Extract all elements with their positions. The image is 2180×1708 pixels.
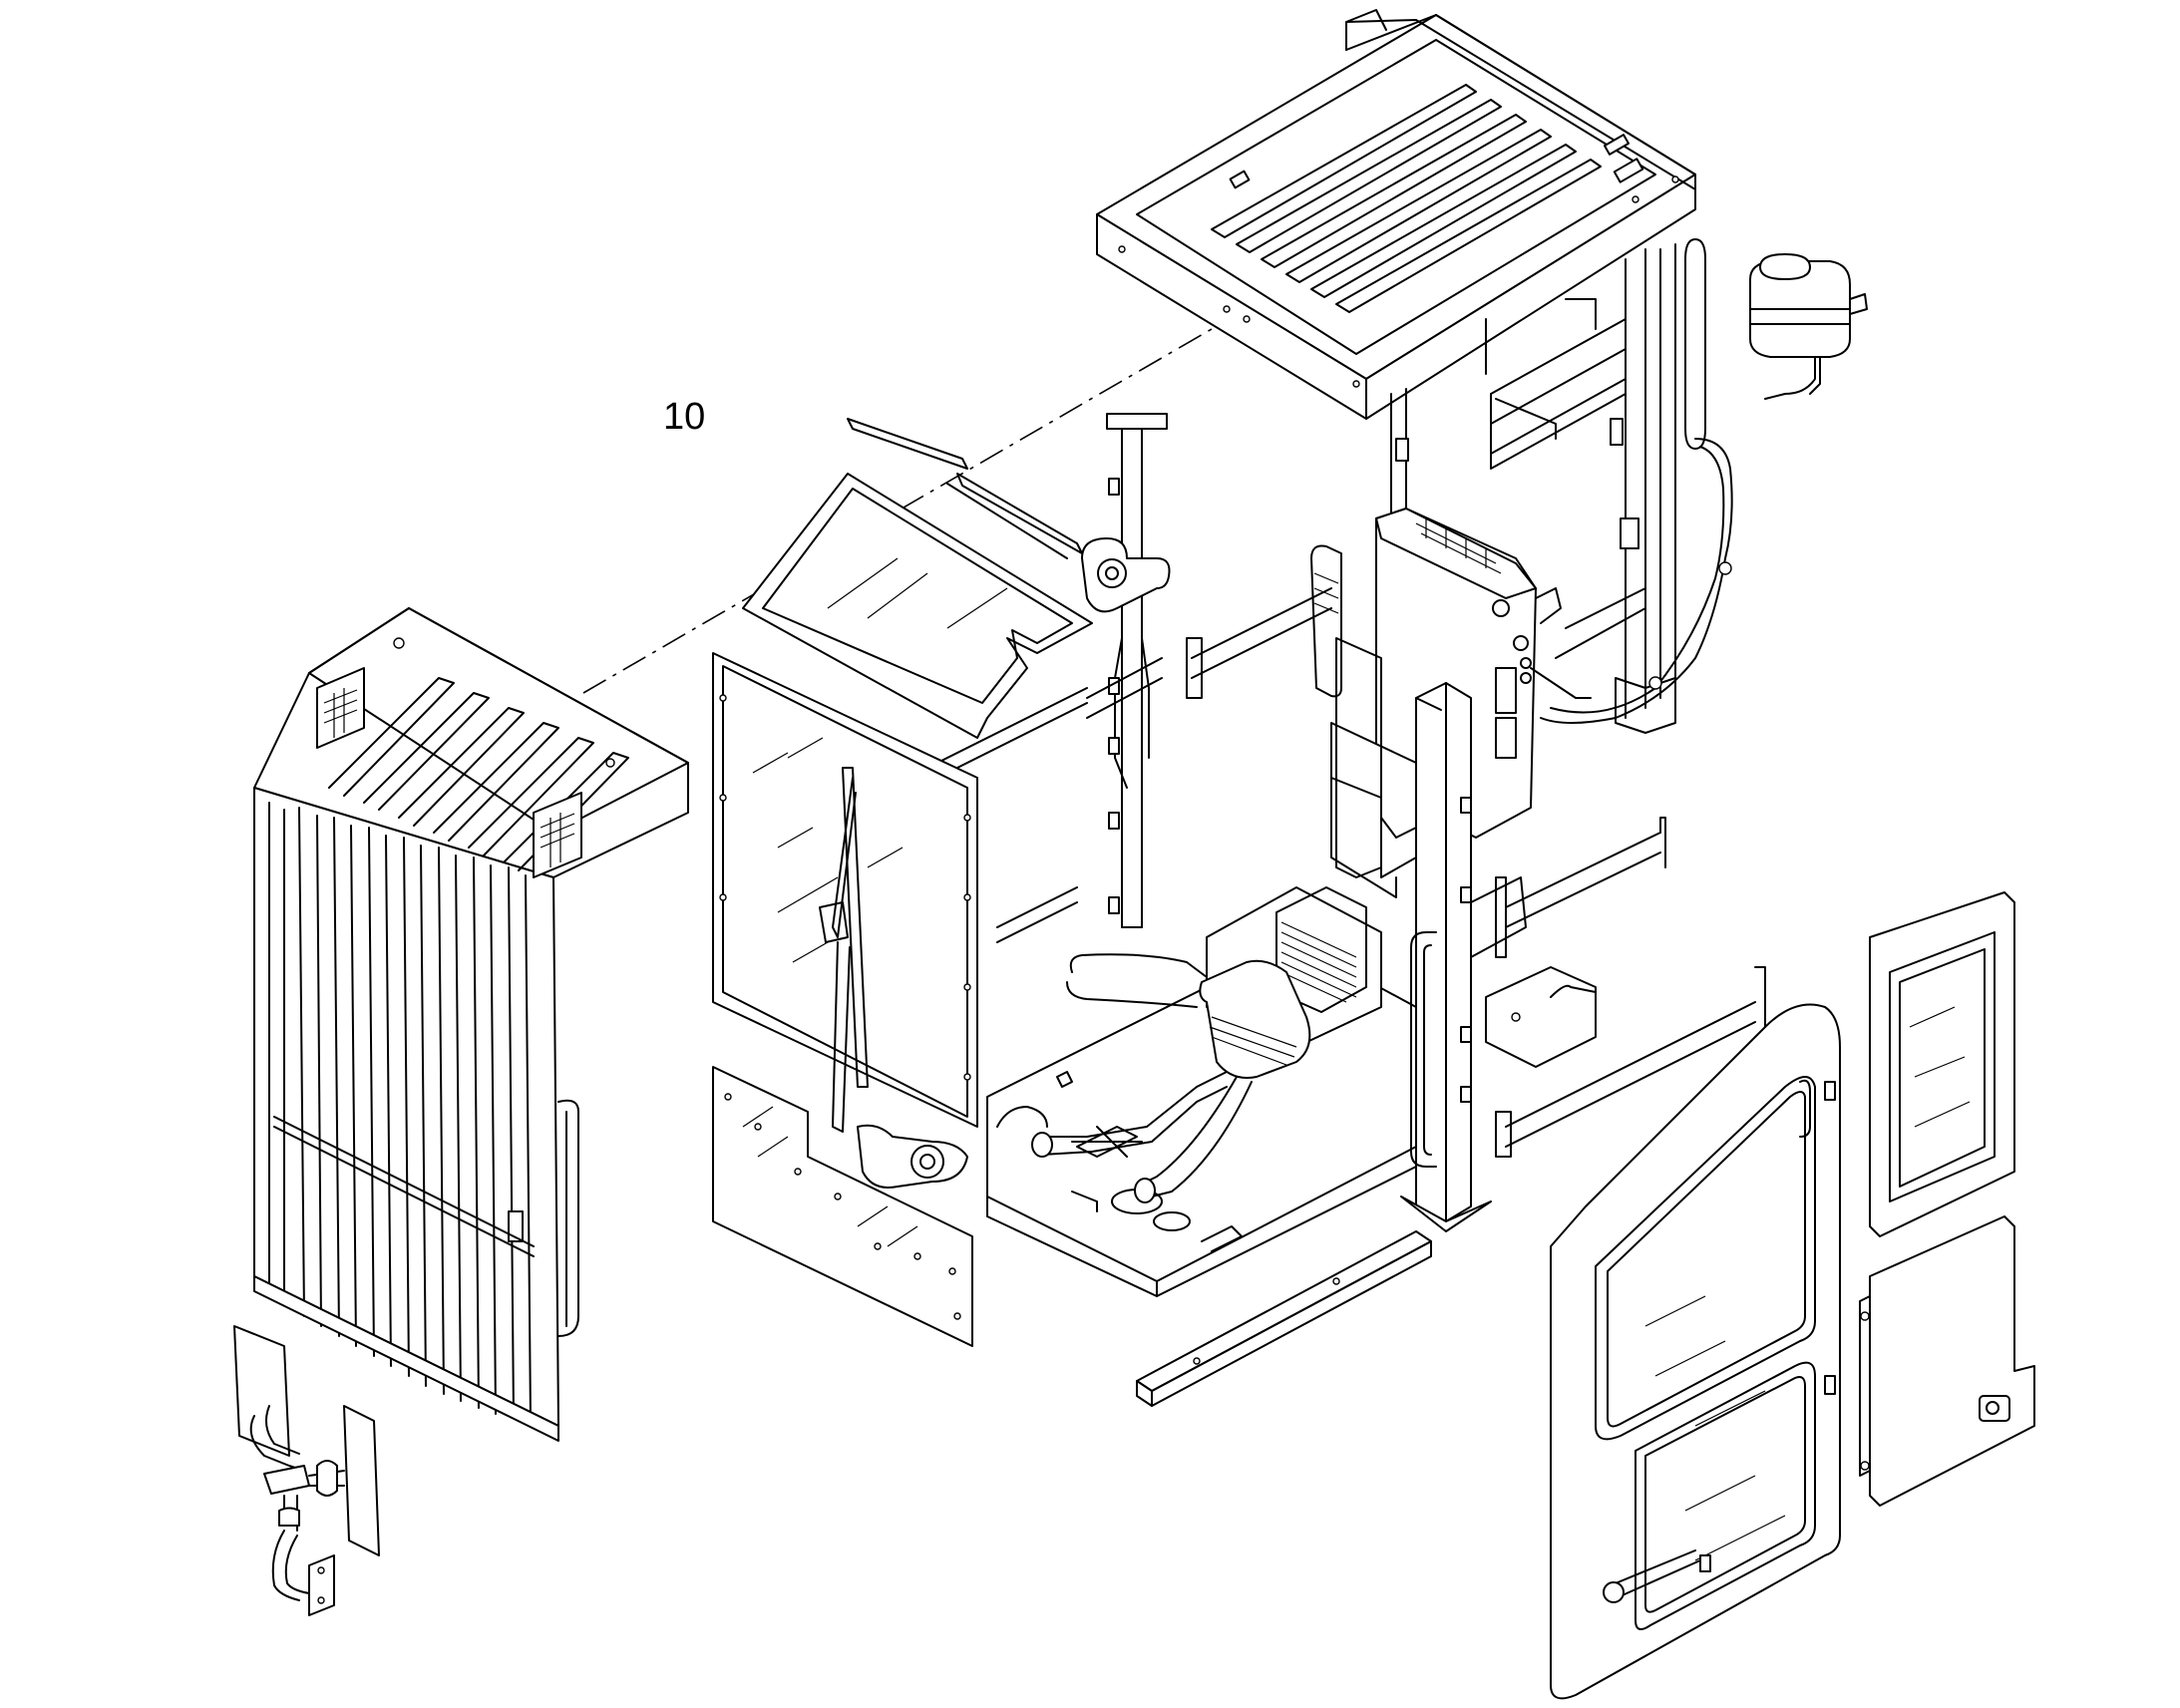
lower-wiper [819, 767, 968, 1189]
front-guard [253, 607, 689, 1442]
floor-rail [1136, 1230, 1432, 1407]
work-lamp-left [316, 667, 365, 749]
cab-door [1550, 1003, 1841, 1700]
work-lamp-right [533, 792, 582, 878]
rear-window [1869, 891, 2015, 1237]
callout-10-label: 10 [663, 396, 705, 438]
wiring-harness [1540, 438, 1733, 724]
rear-frame [1390, 238, 1706, 734]
mirror-assembly [233, 1325, 380, 1616]
front-kick-panel [712, 1066, 973, 1347]
wiring-harness-2 [1550, 446, 1725, 714]
callout-leader-line [582, 328, 1213, 694]
left-rear-post [1106, 413, 1168, 928]
rear-lower-panel [1859, 1215, 2035, 1507]
b-pillar [1400, 682, 1492, 1232]
upper-windshield [742, 473, 1093, 739]
heater-unit [1031, 886, 1382, 1203]
lower-windshield [712, 652, 978, 1128]
roof-assembly [1096, 9, 1696, 420]
cab-crossbars [867, 587, 1766, 1158]
washer-reservoir [1749, 253, 1868, 400]
right-crossbar [1470, 876, 1597, 1068]
upper-wiper [847, 418, 1171, 613]
